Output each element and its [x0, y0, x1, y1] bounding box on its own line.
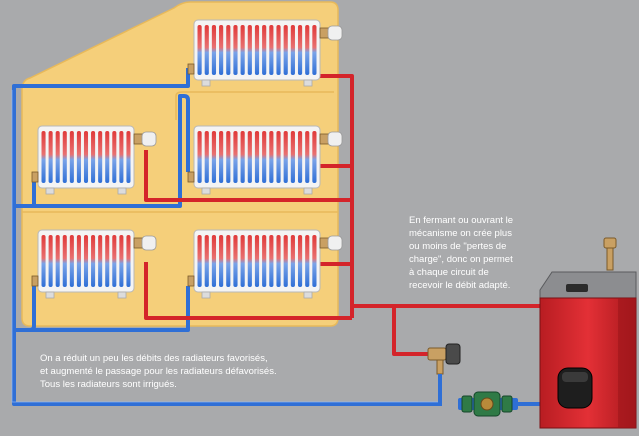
lockshield-valve-icon	[187, 171, 195, 183]
lockshield-valve-icon	[31, 171, 39, 183]
radiator-icon	[187, 229, 343, 299]
thermostatic-valve-icon	[319, 235, 343, 251]
result-explanation-text: On a réduit un peu les débits des radiat…	[40, 353, 277, 390]
radiator-icon	[187, 19, 343, 87]
boiler-icon	[539, 237, 637, 429]
balancing-explanation-text: En fermant ou ouvrant le mécanisme on cr…	[409, 215, 514, 291]
radiator-icon	[187, 125, 343, 195]
thermostatic-valve-icon	[133, 131, 157, 147]
balancing-valve-icon	[427, 343, 461, 404]
thermostatic-valve-icon	[319, 25, 343, 41]
lockshield-valve-icon	[187, 63, 195, 75]
radiator-icon	[31, 125, 157, 195]
thermostatic-valve-icon	[133, 235, 157, 251]
thermostatic-valve-icon	[319, 131, 343, 147]
circulator-pump-icon	[458, 391, 540, 417]
return-pipes	[12, 68, 442, 406]
lockshield-valve-icon	[31, 275, 39, 287]
lockshield-valve-icon	[187, 275, 195, 287]
radiator-icon	[31, 229, 157, 299]
room-divider	[175, 91, 334, 120]
supply-pipes	[144, 74, 540, 356]
